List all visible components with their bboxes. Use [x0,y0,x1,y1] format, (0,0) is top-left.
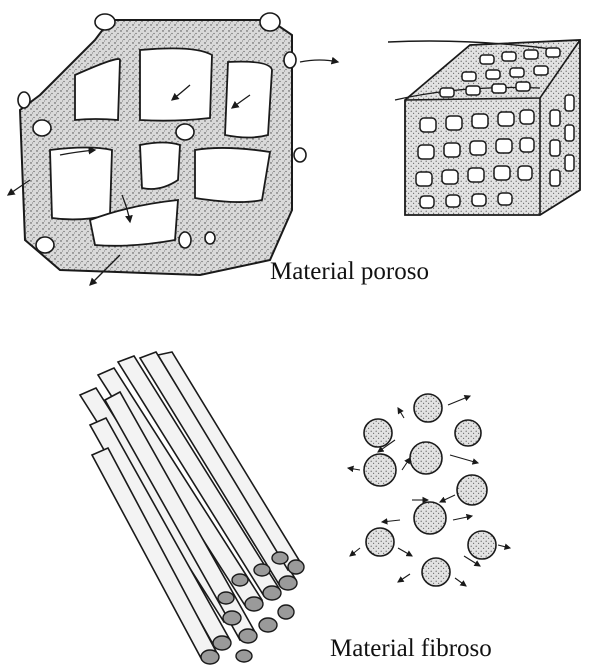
porous-cube-drawing [388,40,580,215]
porous-material-label: Material poroso [270,258,429,286]
porous-foam-cell-drawing [8,13,338,285]
fibrous-material-label: Material fibroso [330,635,492,663]
fiber-bundle-drawing [80,352,304,664]
fiber-cross-section-drawing [348,394,510,586]
